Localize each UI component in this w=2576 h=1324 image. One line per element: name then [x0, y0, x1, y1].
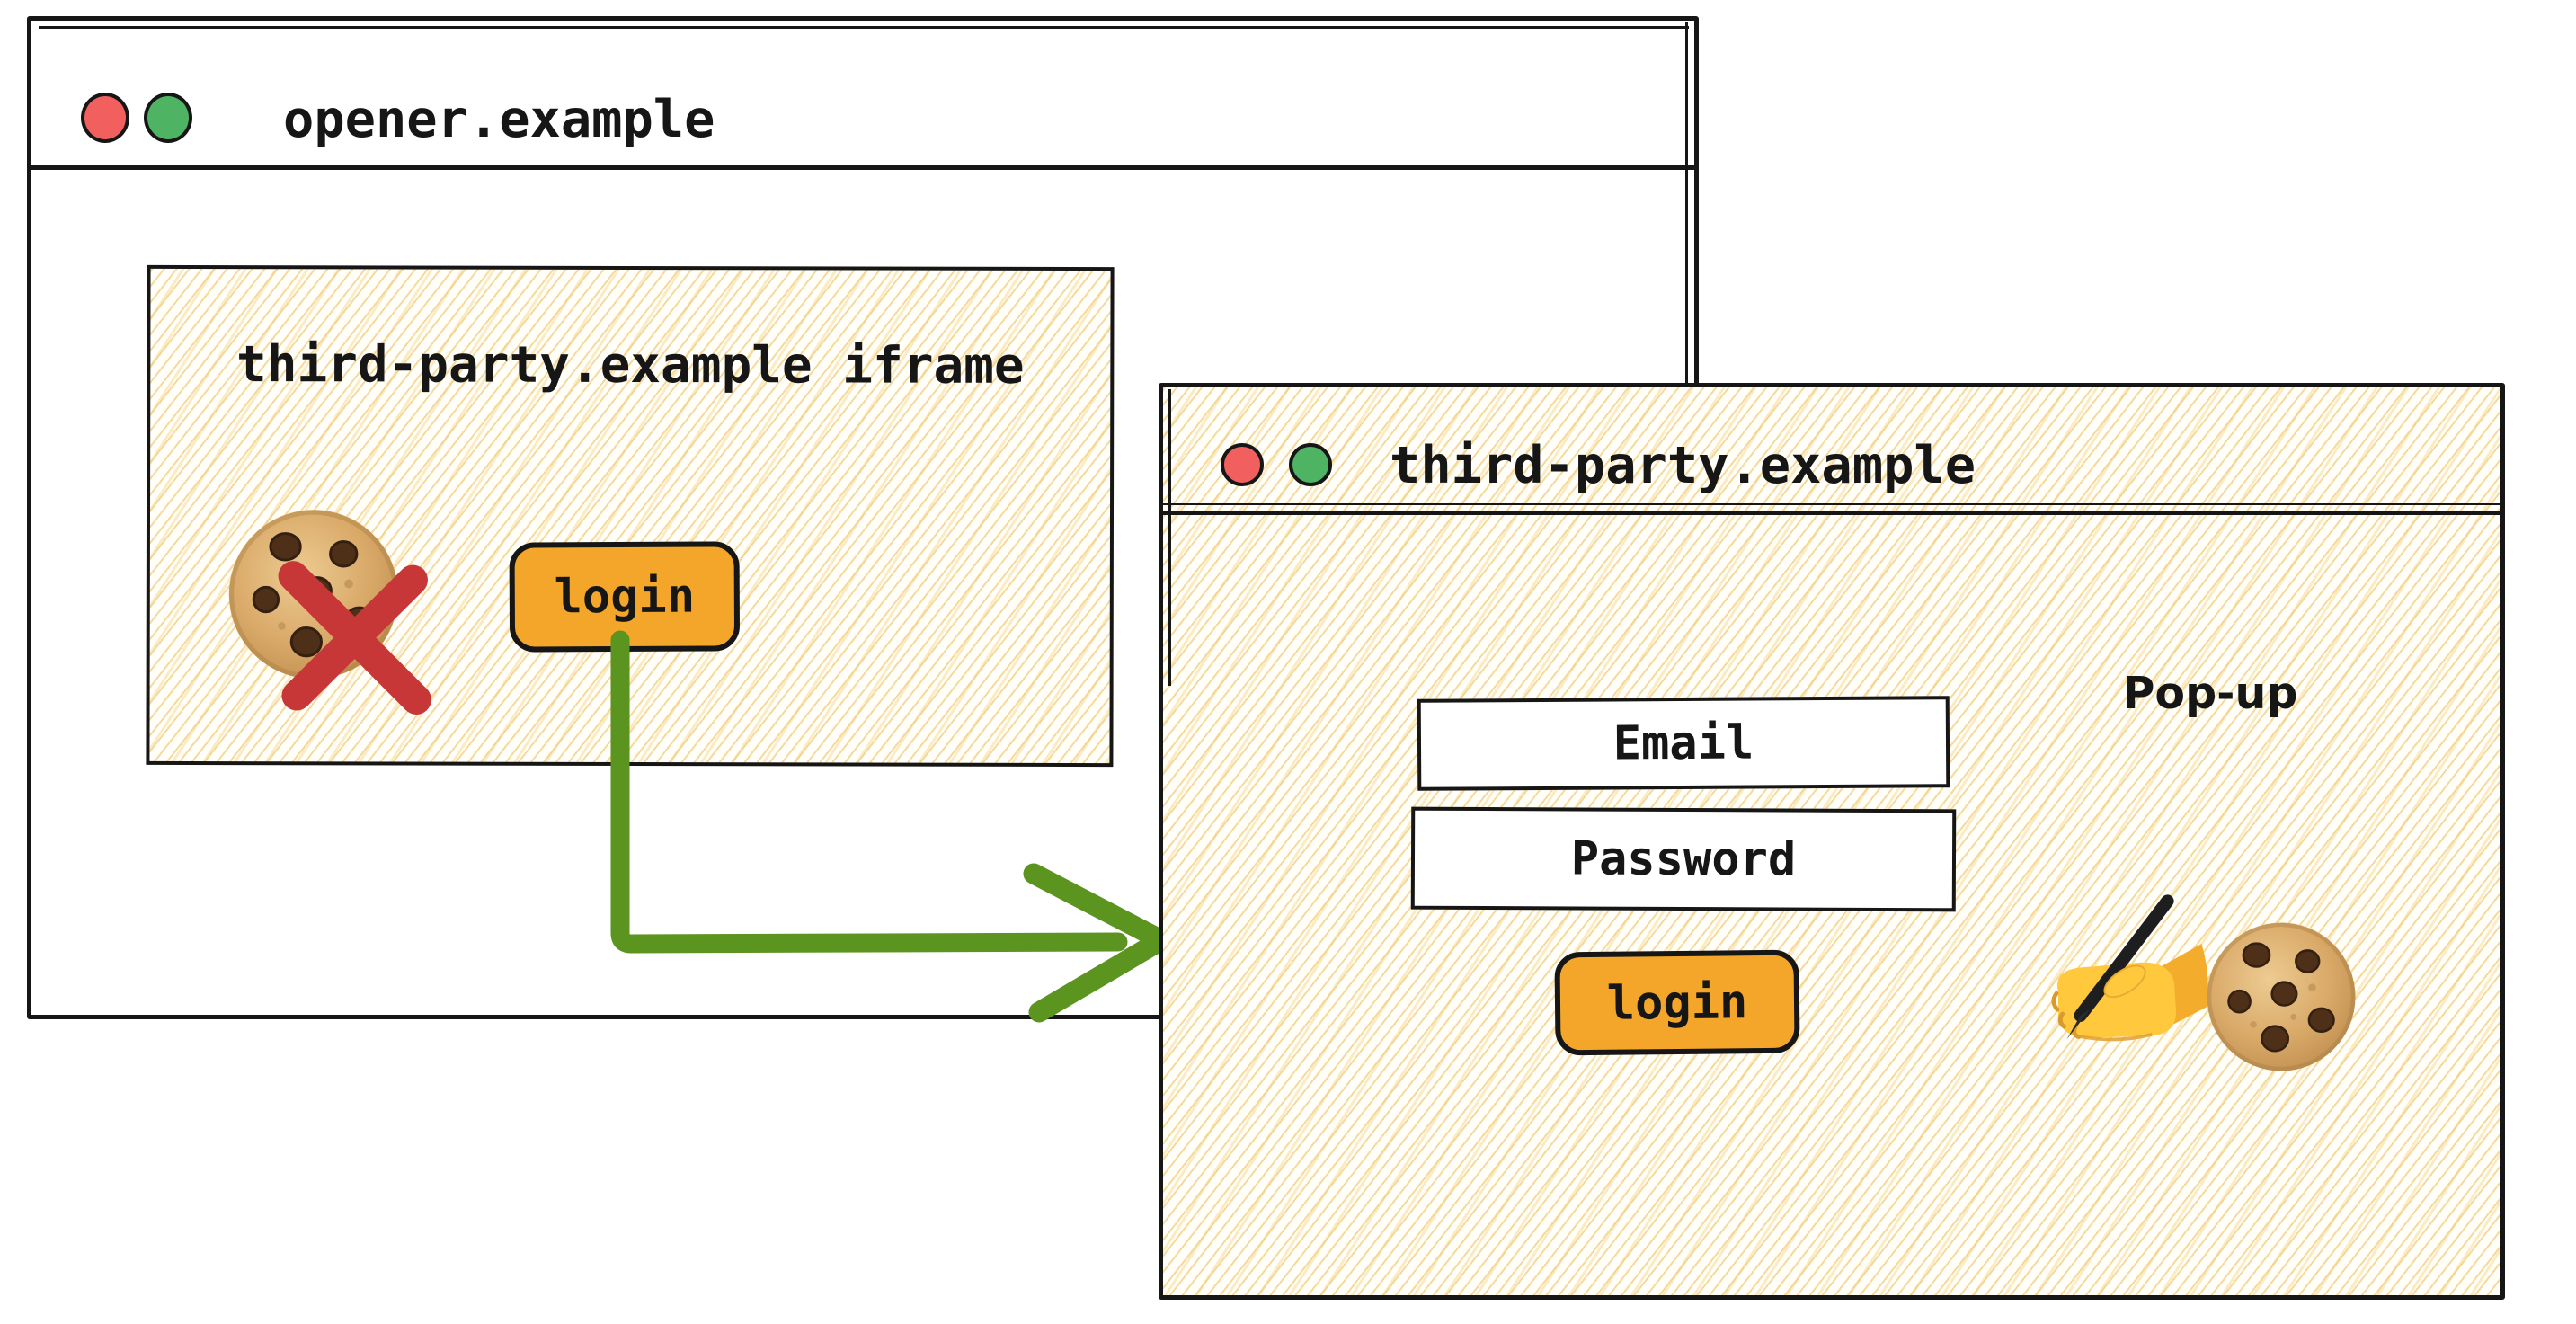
password-field[interactable]: Password — [1410, 806, 1957, 912]
window-control-green-dot[interactable] — [144, 93, 192, 143]
red-x-icon — [262, 540, 449, 727]
iframe-login-button[interactable]: login — [509, 541, 741, 653]
window-control-green-dot[interactable] — [1289, 443, 1332, 486]
opener-titlebar: opener.example — [31, 21, 1694, 170]
cookie-icon — [2204, 920, 2358, 1074]
window-title: opener.example — [283, 90, 715, 149]
window-control-red-dot[interactable] — [1221, 443, 1264, 486]
window-control-red-dot[interactable] — [81, 93, 129, 143]
writing-hand-icon — [2039, 893, 2210, 1063]
popup-window: third-party.example Email Password login… — [1159, 383, 2505, 1300]
popup-titlebar: third-party.example — [1163, 387, 2500, 515]
email-field[interactable]: Email — [1417, 696, 1950, 791]
third-party-iframe: third-party.example iframe login — [146, 264, 1115, 768]
popup-label: Pop-up — [2122, 668, 2298, 719]
window-title: third-party.example — [1390, 436, 1976, 495]
popup-login-button[interactable]: login — [1554, 949, 1800, 1056]
iframe-label: third-party.example iframe — [235, 335, 1025, 395]
